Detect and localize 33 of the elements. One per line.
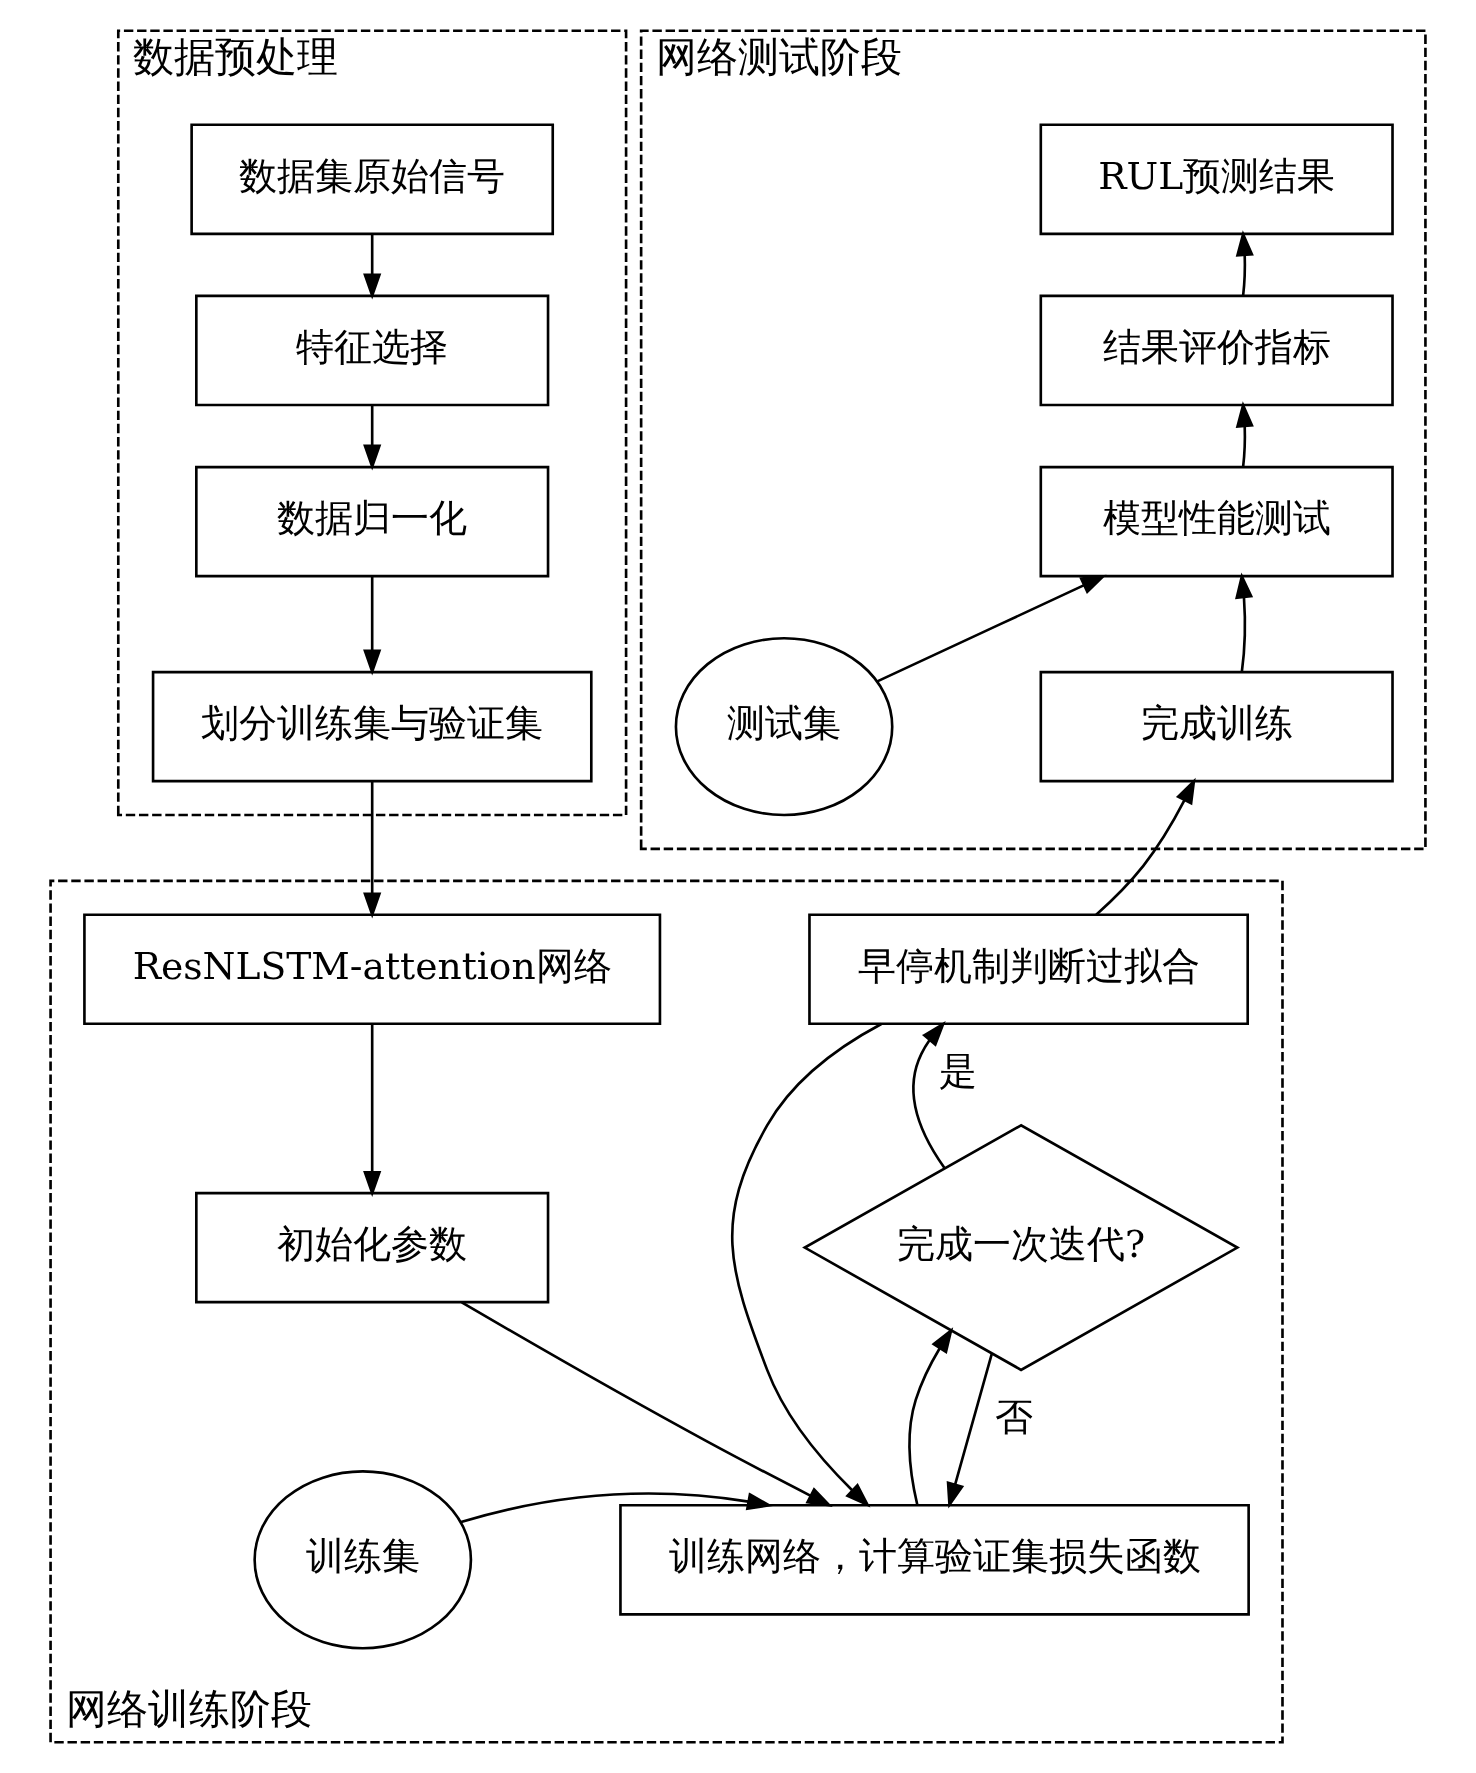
arrow bbox=[1235, 230, 1254, 296]
arrow bbox=[908, 1327, 954, 1506]
node-ellipse: 测试集 bbox=[674, 636, 894, 817]
arrow bbox=[363, 576, 382, 676]
edge-label: 是 bbox=[938, 1048, 977, 1093]
node-box: 完成训练 bbox=[1039, 670, 1394, 783]
node-box: RUL预测结果 bbox=[1039, 123, 1394, 236]
arrow bbox=[363, 1024, 382, 1197]
node-box: ResNLSTM-attention网络 bbox=[83, 913, 662, 1026]
arrow bbox=[461, 1301, 833, 1508]
arrow bbox=[363, 781, 382, 919]
arrow bbox=[1095, 777, 1196, 916]
arrow bbox=[912, 1021, 946, 1169]
node-box: 初始化参数 bbox=[195, 1191, 550, 1304]
arrow bbox=[363, 234, 382, 300]
arrow bbox=[1235, 572, 1254, 672]
node-box: 结果评价指标 bbox=[1039, 294, 1394, 407]
node-box: 数据归一化 bbox=[195, 465, 550, 578]
node-ellipse: 训练集 bbox=[253, 1470, 473, 1650]
arrow bbox=[731, 1022, 882, 1508]
node-diamond: 完成一次迭代? bbox=[802, 1123, 1241, 1372]
edge-label: 否 bbox=[995, 1395, 1034, 1440]
arrow bbox=[1235, 401, 1254, 467]
node-box: 特征选择 bbox=[195, 294, 550, 407]
node-box: 划分训练集与验证集 bbox=[151, 670, 593, 783]
arrow bbox=[460, 1492, 773, 1524]
node-box: 模型性能测试 bbox=[1039, 465, 1394, 578]
arrow bbox=[363, 405, 382, 471]
node-box: 数据集原始信号 bbox=[190, 123, 555, 236]
arrow bbox=[946, 1353, 994, 1509]
node-box: 训练网络，计算验证集损失函数 bbox=[619, 1503, 1250, 1616]
node-box: 早停机制判断过拟合 bbox=[808, 913, 1249, 1026]
arrow bbox=[876, 574, 1107, 683]
